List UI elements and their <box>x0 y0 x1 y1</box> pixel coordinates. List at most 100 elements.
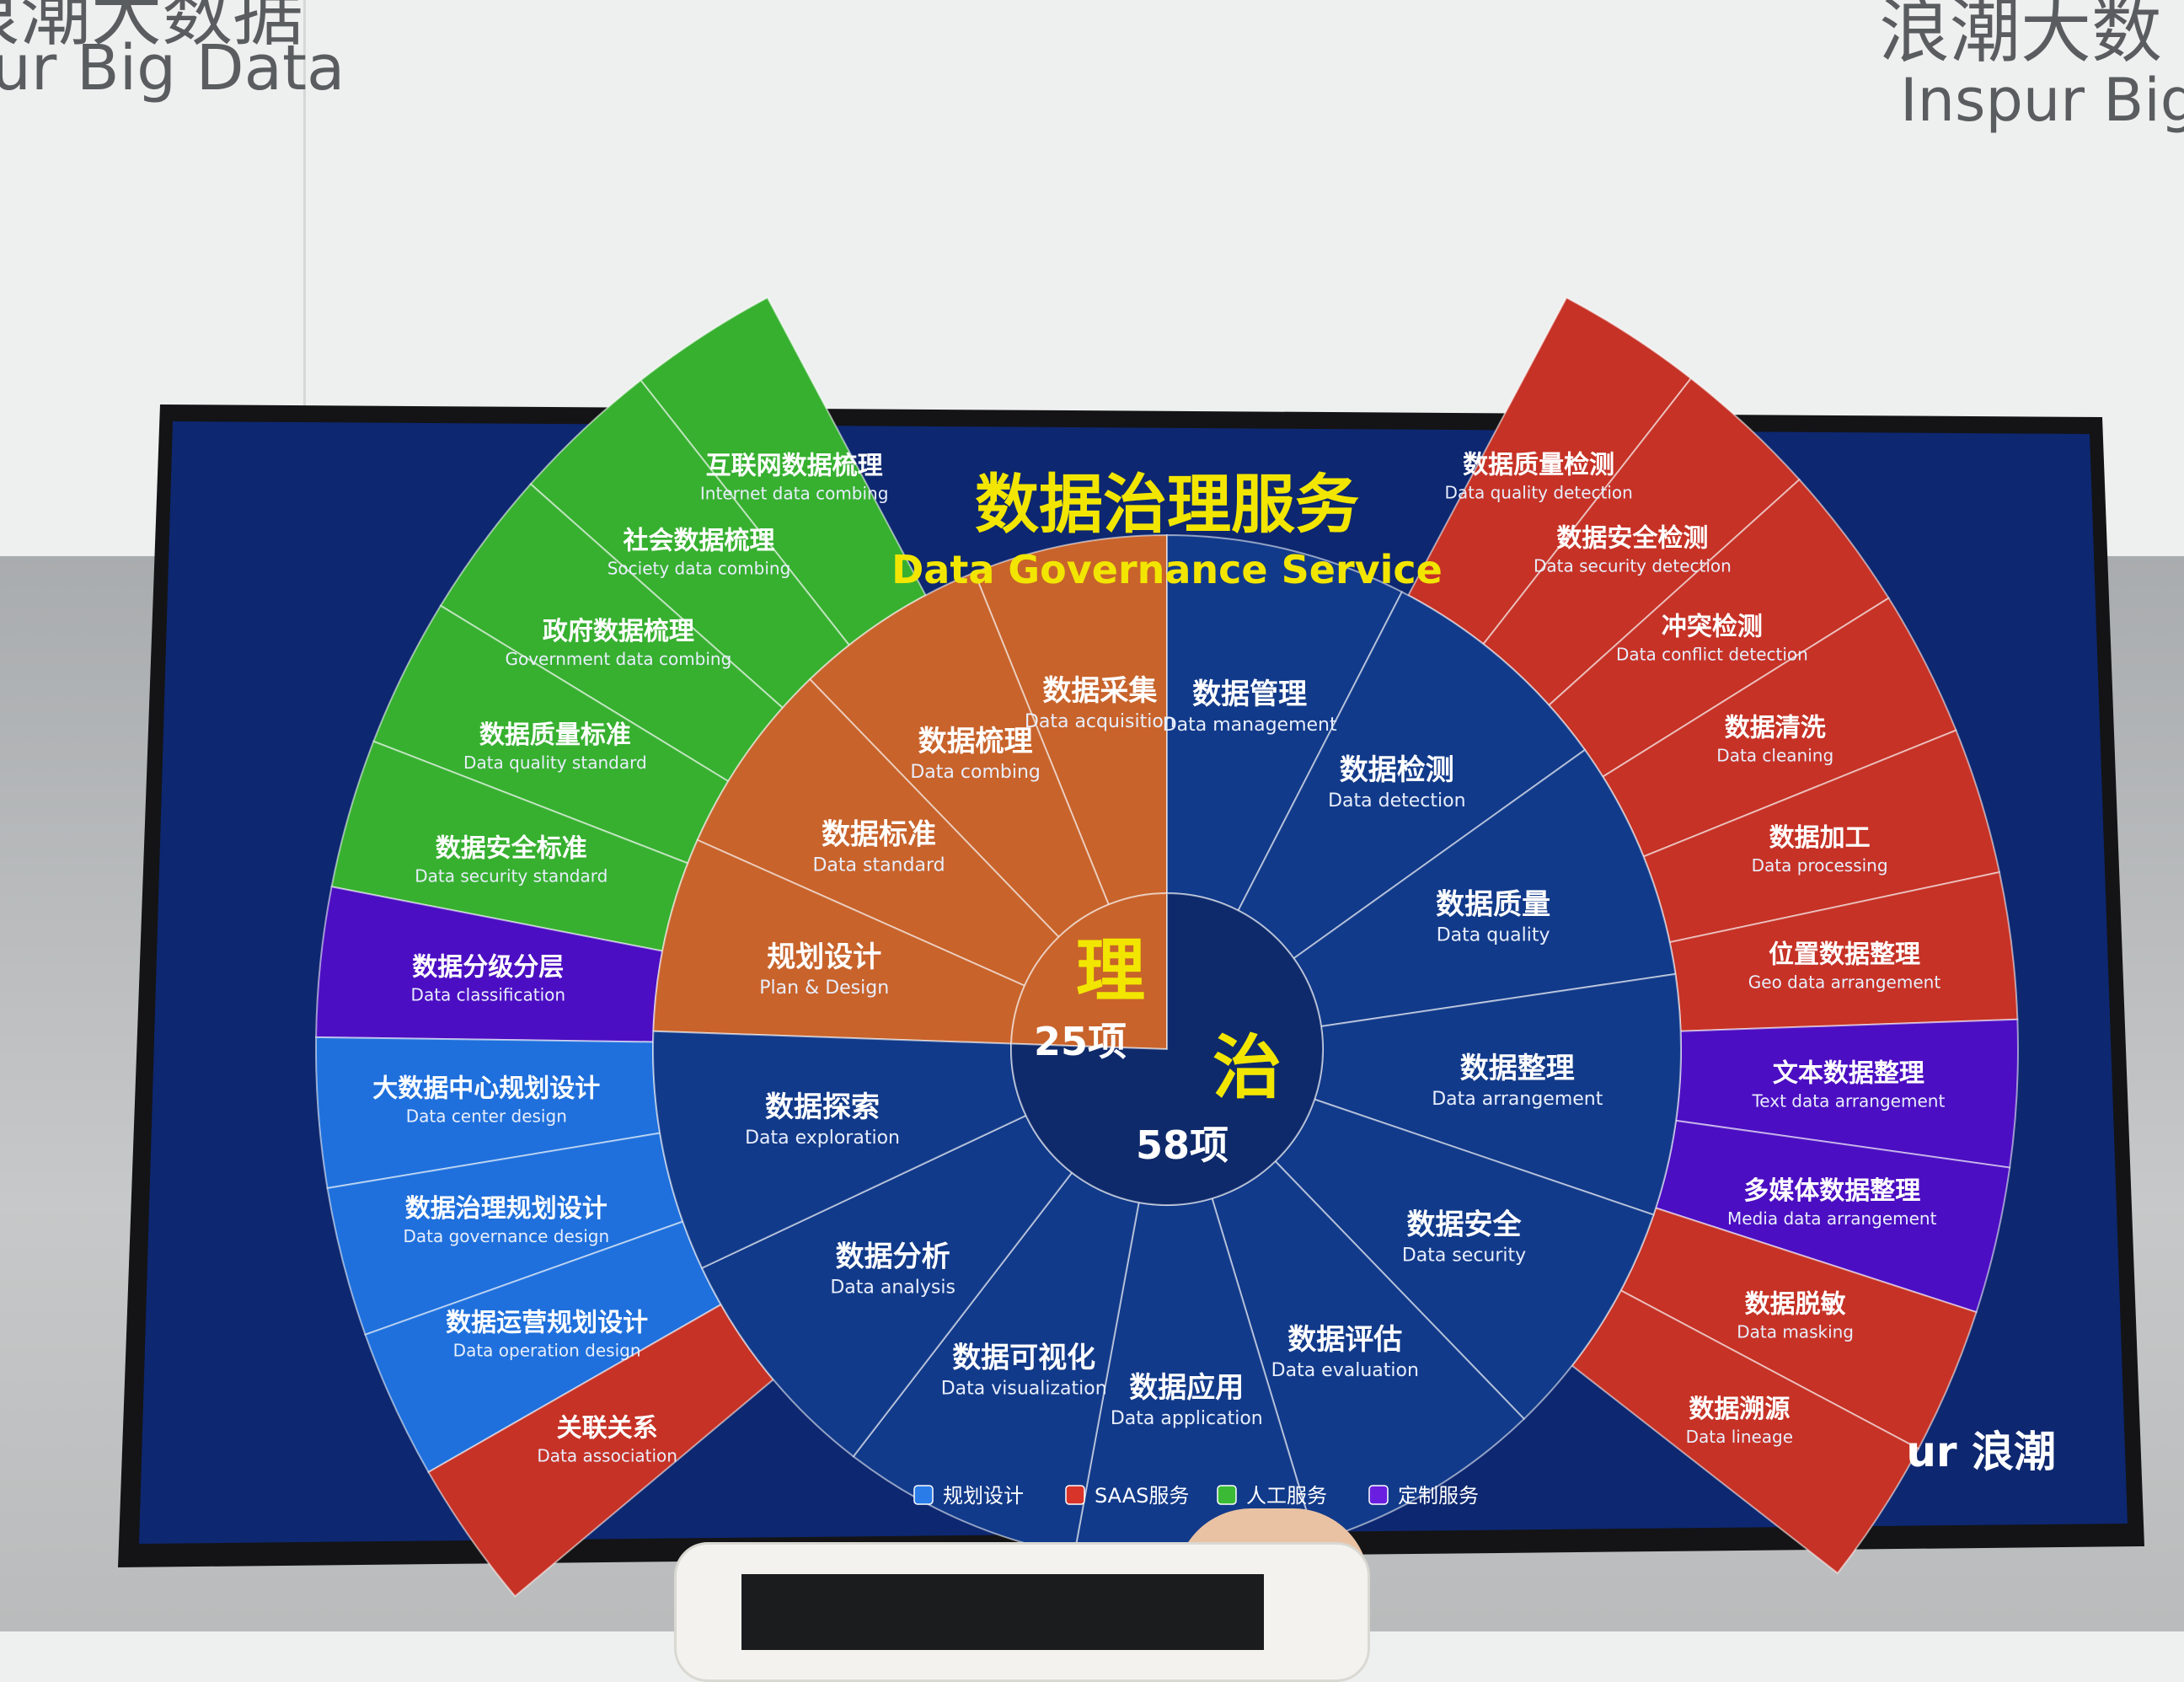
outer-red-right-0-en: Data quality detection <box>1444 483 1632 503</box>
slide-title-en: Data Governance Service <box>891 547 1443 592</box>
inner-li-1-en: Data combing <box>910 762 1041 783</box>
governance-wheel: 互联网数据梳理 Internet data combing 社会数据梳理 Societ… <box>315 296 2019 1598</box>
inner-zhi-9-cn: 数据探索 <box>765 1090 880 1124</box>
wall-sign-left-cn: 浪潮大数据 <box>0 0 304 56</box>
outer-red-right-2-cn: 冲突检测 <box>1662 613 1763 642</box>
inner-zhi-1-cn: 数据检测 <box>1340 753 1454 787</box>
legend: 规划设计 SAAS服务 人工服务 定制服务 <box>913 1484 1479 1508</box>
outer-green-1-en: Society data combing <box>608 559 791 579</box>
outer-blue-2-cn: 数据运营规划设计 <box>446 1308 648 1337</box>
outer-green-0: 互联网数据梳理 Internet data combing <box>700 451 889 503</box>
inner-li-0-en: Data acquisition <box>1025 711 1175 732</box>
inner-zhi-5-cn: 数据评估 <box>1287 1323 1402 1357</box>
inner-li-3-cn: 规划设计 <box>767 940 881 974</box>
phone-screen <box>741 1574 1264 1650</box>
outer-blue-1-en: Data governance design <box>403 1226 609 1246</box>
outer-blue-2: 数据运营规划设计 Data operation design <box>446 1308 648 1360</box>
inner-li-0-cn: 数据采集 <box>1042 674 1157 708</box>
legend-item-3: 定制服务 <box>1368 1484 1479 1508</box>
tv-screen: 互联网数据梳理 Internet data combing 社会数据梳理 Societ… <box>118 296 2144 1598</box>
legend-swatch-3 <box>1368 1485 1389 1505</box>
inner-li-1-cn: 数据梳理 <box>918 725 1033 758</box>
inner-zhi-0-cn: 数据管理 <box>1192 678 1307 711</box>
inner-li-2-en: Data standard <box>812 855 945 876</box>
legend-item-1: SAAS服务 <box>1065 1484 1189 1508</box>
outer-red-right-4-cn: 数据加工 <box>1769 823 1871 853</box>
outer-blue-0-en: Data center design <box>406 1106 567 1127</box>
outer-red-right-3-en: Data cleaning <box>1716 745 1833 765</box>
outer-blue-0-cn: 大数据中心规划设计 <box>372 1074 600 1104</box>
outer-red-right-5-en: Geo data arrangement <box>1748 972 1941 992</box>
legend-label-2: 人工服务 <box>1246 1484 1327 1508</box>
inner-zhi-7-en: Data visualization <box>941 1378 1107 1399</box>
inner-li-2: 数据标准 Data standard <box>812 818 945 876</box>
outer-purple-left-0-cn: 数据分级分层 <box>412 953 564 983</box>
inner-li-2-cn: 数据标准 <box>822 818 936 852</box>
inner-zhi-6-cn: 数据应用 <box>1129 1371 1244 1405</box>
legend-swatch-1 <box>1065 1485 1085 1505</box>
outer-red-right-0: 数据质量检测 Data quality detection <box>1444 451 1632 503</box>
outer-red-left-0-en: Data association <box>537 1445 677 1465</box>
inner-zhi-1-en: Data detection <box>1328 790 1465 812</box>
outer-green-3-cn: 数据质量标准 <box>479 720 631 750</box>
outer-red-right-2-en: Data conflict detection <box>1616 645 1808 665</box>
center-zhi-label: 治 <box>1212 1028 1282 1108</box>
center-zhi-count: 58项 <box>1136 1122 1228 1168</box>
outer-green-0-en: Internet data combing <box>700 483 889 503</box>
outer-red-right-2: 冲突检测 Data conflict detection <box>1616 613 1808 665</box>
outer-red-left-0-cn: 关联关系 <box>557 1413 658 1443</box>
inner-zhi-8-en: Data analysis <box>830 1278 956 1299</box>
outer-green-1-cn: 社会数据梳理 <box>623 527 774 556</box>
legend-label-3: 定制服务 <box>1398 1484 1479 1508</box>
inner-li-3-en: Plan & Design <box>759 978 889 999</box>
outer-green-4-en: Data security standard <box>415 865 608 886</box>
legend-label-1: SAAS服务 <box>1095 1484 1189 1508</box>
wall-seam <box>303 0 306 556</box>
outer-red-right-4-en: Data processing <box>1752 855 1888 876</box>
outer-red-right-bottom-1-en: Data lineage <box>1686 1427 1793 1447</box>
outer-green-3-en: Data quality standard <box>463 753 647 773</box>
hub-zhi-segment <box>1010 892 1324 1206</box>
inner-zhi-7-cn: 数据可视化 <box>952 1341 1095 1374</box>
outer-purple-left-0-en: Data classification <box>411 985 565 1005</box>
outer-blue-2-en: Data operation design <box>453 1340 641 1360</box>
outer-red-right-bottom-0-en: Data masking <box>1737 1321 1854 1342</box>
outer-green-2: 政府数据梳理 Government data combing <box>505 617 731 669</box>
outer-red-right-1-cn: 数据安全检测 <box>1556 524 1708 554</box>
inner-zhi-0-en: Data management <box>1163 715 1337 736</box>
inner-zhi-8: 数据分析 Data analysis <box>830 1240 956 1299</box>
inner-zhi-8-cn: 数据分析 <box>836 1240 950 1274</box>
inner-zhi-3-cn: 数据整理 <box>1460 1052 1575 1085</box>
center-li-label: 理 <box>1076 931 1145 1011</box>
hub-li-segment <box>1010 892 1168 1051</box>
legend-label-0: 规划设计 <box>943 1484 1024 1508</box>
wall-sign-right-cn: 浪潮大数 <box>1879 0 2163 72</box>
center-li-count: 25项 <box>1034 1019 1127 1064</box>
outer-green-2-en: Government data combing <box>505 649 731 669</box>
inner-zhi-1: 数据检测 Data detection <box>1328 753 1465 812</box>
brand-logo: ur 浪潮 <box>1906 1428 2056 1476</box>
inner-zhi-0: 数据管理 Data management <box>1163 678 1337 736</box>
inner-zhi-7: 数据可视化 Data visualization <box>941 1341 1107 1399</box>
outer-red-right-0-cn: 数据质量检测 <box>1463 451 1614 480</box>
outer-green-4-cn: 数据安全标准 <box>436 833 587 863</box>
outer-purple-right-1-en: Media data arrangement <box>1727 1208 1937 1229</box>
outer-green-2-cn: 政府数据梳理 <box>543 617 694 646</box>
legend-swatch-2 <box>1217 1485 1237 1505</box>
outer-green-0-cn: 互联网数据梳理 <box>706 451 883 480</box>
